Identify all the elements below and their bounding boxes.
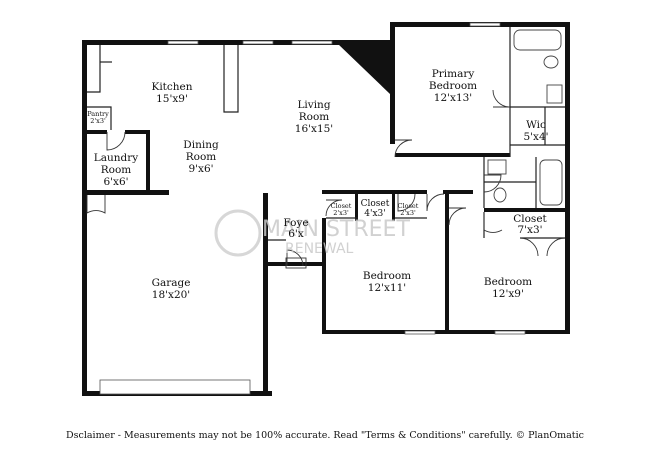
primary-bedroom-label-line2: Bedroom: [429, 80, 477, 92]
foyer-size: 6'x: [288, 228, 304, 240]
garage-label: Garage: [152, 277, 191, 289]
watermark-line2: RENEWAL: [285, 241, 354, 257]
laundry-room-label-line2: Room: [101, 164, 132, 176]
bedroom-right-size: 12'x9': [492, 288, 524, 300]
interior-lines: [87, 27, 565, 241]
living-room-size: 16'x15': [295, 123, 333, 135]
bath-fixtures: [487, 29, 563, 206]
primary-bedroom-size: 12'x13': [434, 92, 472, 104]
garage-door: [99, 379, 251, 395]
living-room-label-line2: Room: [299, 111, 330, 123]
bedroom-right-window: [494, 330, 526, 335]
wic-label: Wic: [526, 119, 546, 131]
primary-bedroom-label-line1: Primary: [432, 68, 475, 80]
bathtub-icon: [513, 29, 562, 51]
kitchen-size: 15'x9': [156, 93, 188, 105]
living-window-right: [291, 40, 333, 45]
wic-size: 5'x4': [523, 131, 548, 143]
room-labels: Kitchen 15'x9' Living Room 16'x15' Prima…: [87, 68, 548, 301]
closet-right-size: 7'x3': [517, 224, 542, 236]
dining-room-label-line2: Room: [186, 151, 217, 163]
windows: [99, 22, 526, 395]
sink-icon: [546, 84, 563, 104]
foyer-label-line1: Foye: [283, 217, 308, 229]
closet-mid-label: Closet: [361, 199, 390, 209]
bedroom-right-label: Bedroom: [484, 276, 532, 288]
bedroom-middle-label: Bedroom: [363, 270, 411, 282]
sink-2-icon: [487, 159, 507, 175]
kitchen-label: Kitchen: [151, 81, 192, 93]
fireplace-corner: [338, 44, 390, 94]
toilet-icon: [543, 55, 559, 69]
closet-small-b-size: 2'x3': [400, 209, 416, 217]
closet-mid-size: 4'x3': [364, 209, 385, 219]
bedroom-middle-window: [404, 330, 436, 335]
living-window-left: [242, 40, 274, 45]
living-room-label-line1: Living: [297, 99, 330, 111]
pantry-size: 2'x3': [90, 117, 106, 125]
garage-size: 18'x20': [152, 289, 190, 301]
closet-right-label: Closet: [513, 213, 547, 225]
disclaimer-footer: Dsclaimer - Measurements may not be 100%…: [66, 430, 584, 441]
doors: [86, 89, 566, 269]
closet-small-b-label: Closet: [398, 202, 419, 210]
dining-room-size: 9'x6': [188, 163, 213, 175]
watermark-line1: MAIN STREET: [262, 217, 410, 242]
dining-room-label-line1: Dining: [183, 139, 219, 151]
kitchen-window: [167, 40, 199, 45]
walls: [82, 22, 570, 396]
laundry-room-label-line1: Laundry: [94, 152, 138, 164]
closet-small-a-size: 2'x3': [333, 209, 349, 217]
primary-bedroom-window: [469, 22, 501, 27]
bedroom-middle-size: 12'x11': [368, 282, 406, 294]
closet-small-a-label: Closet: [331, 202, 352, 210]
laundry-room-size: 6'x6': [103, 176, 128, 188]
bathtub-2-icon: [539, 159, 563, 206]
toilet-2-icon: [493, 187, 507, 203]
watermark: MAIN STREET RENEWAL: [214, 209, 410, 257]
pantry-label: Pantry: [87, 110, 109, 118]
